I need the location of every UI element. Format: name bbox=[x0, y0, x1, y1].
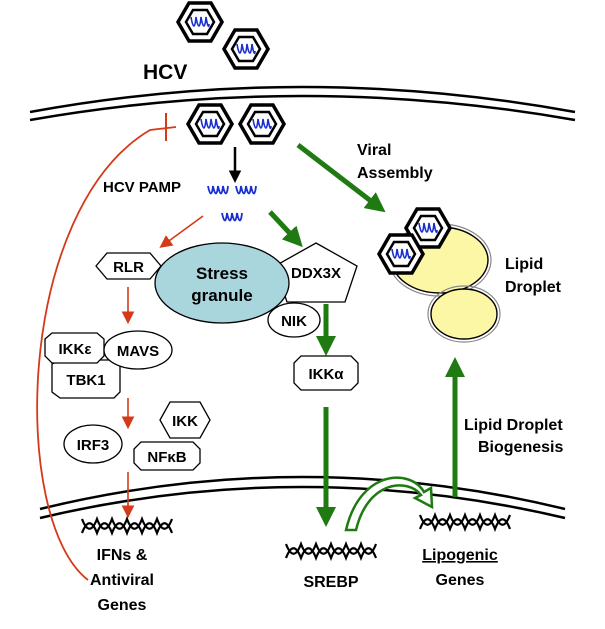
mavs-label: MAVS bbox=[117, 343, 159, 360]
pamp-to-rlr-arrow bbox=[159, 215, 204, 248]
ikk-label: IKK bbox=[172, 413, 198, 430]
rna-icon bbox=[235, 185, 257, 195]
ifn-feedback-inhibition-line bbox=[36, 126, 177, 581]
nuclear-membrane-outer bbox=[39, 475, 566, 511]
pamp-to-ddx3x-arrow bbox=[268, 210, 303, 248]
ddx3x-label: DDX3X bbox=[291, 265, 341, 282]
stress-granule-label-2: granule bbox=[191, 286, 252, 305]
ikk-epsilon-label: IKKε bbox=[59, 341, 92, 358]
rna-icon bbox=[221, 212, 243, 222]
irf3-node bbox=[63, 424, 123, 464]
lipid-droplet-label: Lipid bbox=[505, 256, 543, 273]
ifn-genes-label-2: Antiviral bbox=[90, 572, 154, 589]
plasma-membrane-outer bbox=[29, 85, 576, 114]
rna-icon bbox=[207, 185, 229, 195]
stress-granule bbox=[154, 242, 290, 324]
hcv-pamp-label: HCV PAMP bbox=[103, 179, 181, 196]
viral-assembly-arrow bbox=[296, 143, 386, 213]
biogenesis-label: Lipid Droplet bbox=[464, 417, 563, 434]
ddx3x-node bbox=[274, 242, 358, 303]
virion-icon bbox=[238, 103, 286, 145]
virion-icon bbox=[377, 233, 425, 275]
mavs-node bbox=[103, 330, 173, 370]
lipogenic-genes-label: Lipogenic bbox=[422, 547, 498, 564]
lipogenic-dna-icon bbox=[418, 513, 512, 531]
ikk-alpha-label: IKKα bbox=[308, 366, 344, 383]
plasma-membrane-inner bbox=[29, 94, 576, 122]
rlr-label: RLR bbox=[113, 259, 144, 276]
tbk1-label: TBK1 bbox=[66, 372, 105, 389]
virion-icon bbox=[186, 103, 234, 145]
viral-assembly-label-2: Assembly bbox=[357, 165, 433, 182]
srebp-dna-icon bbox=[284, 542, 378, 560]
nfkb-node bbox=[133, 441, 201, 471]
lipid-droplet-label-2: Droplet bbox=[505, 279, 562, 296]
virion-icon bbox=[176, 1, 224, 43]
srebp-label: SREBP bbox=[303, 574, 358, 591]
ikk-node bbox=[159, 401, 211, 439]
hcv-label: HCV bbox=[143, 61, 187, 84]
ifn-genes-label-3: Genes bbox=[98, 597, 147, 614]
ikk-epsilon-node bbox=[44, 332, 105, 364]
viral-assembly-label: Viral bbox=[357, 142, 391, 159]
ifn-gene-dna-icon bbox=[80, 517, 174, 535]
lipid-droplet-small-outer bbox=[427, 285, 501, 343]
nik-label: NIK bbox=[281, 313, 307, 330]
virion-icon bbox=[222, 28, 270, 70]
nfkb-label: NFκB bbox=[147, 449, 186, 466]
irf3-label: IRF3 bbox=[77, 437, 110, 454]
srebp-activation-arrow bbox=[344, 476, 434, 532]
nik-node bbox=[267, 302, 321, 338]
lipogenic-genes-label-2: Genes bbox=[436, 572, 485, 589]
stress-granule-label: Stress bbox=[196, 264, 248, 283]
nuclear-membrane-inner bbox=[39, 485, 566, 520]
lipid-droplet-small bbox=[430, 288, 498, 340]
ifn-genes-label: IFNs & bbox=[97, 547, 148, 564]
biogenesis-label-2: Biogenesis bbox=[478, 439, 563, 456]
ikk-alpha-node bbox=[293, 355, 359, 391]
